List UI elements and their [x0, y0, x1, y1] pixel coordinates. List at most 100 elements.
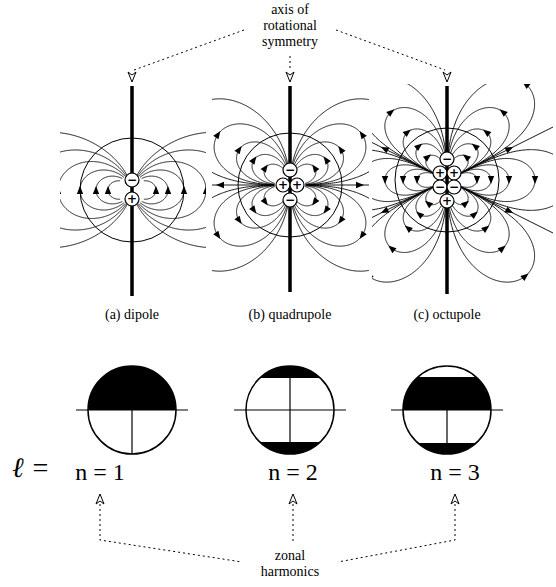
- field-arrow: [522, 84, 530, 89]
- field-arrow: [338, 146, 345, 154]
- order-label: n = 1: [60, 458, 140, 486]
- field-line: [291, 99, 369, 185]
- field-line: [108, 181, 120, 199]
- field-arrow: [234, 216, 241, 224]
- field-arrow: [506, 176, 512, 184]
- field-arrow: [105, 186, 111, 194]
- charge-sign: +: [440, 194, 454, 208]
- field-arrow: [356, 182, 364, 188]
- field-line: [140, 170, 184, 210]
- field-arrow: [388, 246, 396, 254]
- field-arrow: [414, 176, 420, 184]
- field-arrow: [249, 156, 256, 164]
- field-arrow: [403, 129, 411, 137]
- field-arrow: [381, 207, 390, 213]
- field-arrow: [400, 176, 406, 184]
- charge-sign: −: [125, 173, 139, 187]
- charge-sign: +: [276, 178, 290, 192]
- field-arrow: [461, 201, 469, 209]
- field-arrow: [203, 186, 206, 194]
- field-line: [403, 169, 433, 191]
- field-line: [447, 84, 534, 167]
- figure-caption: (b) quadrupole: [220, 306, 360, 323]
- field-line: [372, 158, 426, 201]
- field-line: [464, 150, 553, 211]
- field-line: [137, 132, 206, 247]
- field-arrow: [360, 131, 367, 139]
- charge-sign: +: [433, 166, 447, 180]
- charge-sign: −: [440, 152, 454, 166]
- field-arrow: [338, 216, 345, 224]
- field-arrow: [425, 201, 433, 209]
- field-arrow: [500, 109, 508, 117]
- charge-sign: −: [433, 180, 447, 194]
- field-line: [214, 185, 288, 246]
- field-arrow: [505, 207, 514, 213]
- field-line: [460, 187, 553, 279]
- zonal-label: zonal harmonics: [253, 548, 327, 580]
- field-arrow: [498, 246, 506, 254]
- field-line: [461, 173, 477, 188]
- field-line: [417, 173, 433, 188]
- point-charges: [125, 152, 461, 208]
- charge-sign: −: [283, 163, 297, 177]
- field-arrow: [372, 273, 374, 281]
- field-arrow: [312, 164, 319, 172]
- field-line: [460, 84, 553, 173]
- field-arrow: [360, 231, 367, 239]
- field-arrow: [60, 186, 61, 194]
- zonal-sphere: [76, 366, 188, 454]
- field-line: [372, 84, 447, 167]
- field-arrow: [213, 131, 220, 139]
- field-line: [372, 193, 447, 282]
- field-arrow: [249, 205, 256, 213]
- field-line: [461, 169, 491, 191]
- field-line: [291, 185, 369, 271]
- field-arrow: [261, 197, 268, 205]
- field-arrow: [474, 176, 480, 184]
- field-arrow: [488, 176, 494, 184]
- field-line: [292, 185, 366, 246]
- field-arrow: [414, 143, 422, 151]
- field-arrow: [216, 182, 224, 188]
- pointer-arrows: [96, 494, 459, 504]
- field-line: [60, 162, 125, 219]
- charge-sign: +: [125, 192, 139, 206]
- field-line: [144, 181, 156, 199]
- order-label: n = 3: [415, 458, 495, 486]
- multipole-field: [372, 84, 553, 282]
- field-lines: [0, 78, 556, 282]
- field-arrow: [213, 231, 220, 239]
- charge-sign: +: [447, 166, 461, 180]
- field-line: [60, 132, 127, 247]
- field-arrow: [324, 205, 331, 213]
- field-line: [96, 176, 122, 204]
- field-arrow: [472, 143, 480, 151]
- field-arrow: [423, 154, 431, 162]
- field-line: [447, 193, 534, 282]
- symmetry-axes: [132, 86, 447, 296]
- field-line: [212, 99, 289, 185]
- degree-symbol: ℓ =: [12, 452, 62, 484]
- field-arrow: [312, 197, 319, 205]
- charge-sign: −: [447, 180, 461, 194]
- field-arrow: [234, 146, 241, 154]
- field-arrow: [381, 147, 390, 153]
- field-line: [214, 124, 288, 185]
- zonal-sphere: [391, 366, 503, 454]
- field-arrow: [405, 225, 413, 233]
- field-line: [212, 185, 289, 271]
- field-line: [60, 150, 126, 230]
- field-arrow: [261, 164, 268, 172]
- field-arrow: [324, 156, 331, 164]
- field-arrow: [416, 212, 424, 220]
- figure-caption: (a) dipole: [67, 306, 197, 323]
- field-line: [139, 162, 206, 219]
- charge-sign: −: [283, 193, 297, 207]
- field-arrow: [483, 129, 491, 137]
- figure-caption: (c) octupole: [382, 306, 512, 323]
- charge-sign: +: [290, 178, 304, 192]
- field-line: [292, 124, 366, 185]
- axis-label: axis of rotational symmetry: [248, 2, 332, 50]
